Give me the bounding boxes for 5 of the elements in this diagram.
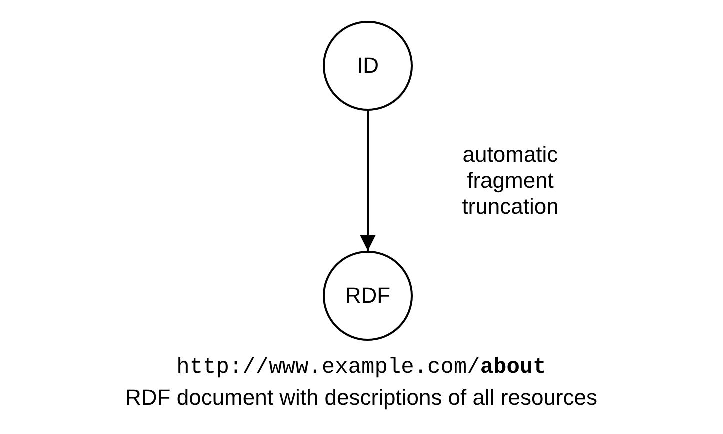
node-label: ID — [357, 53, 379, 79]
node-label: RDF — [345, 283, 391, 309]
caption-text: RDF document with descriptions of all resources — [124, 385, 598, 411]
arrow — [360, 111, 376, 251]
url-text: http://www.example.com/about — [176, 355, 548, 380]
